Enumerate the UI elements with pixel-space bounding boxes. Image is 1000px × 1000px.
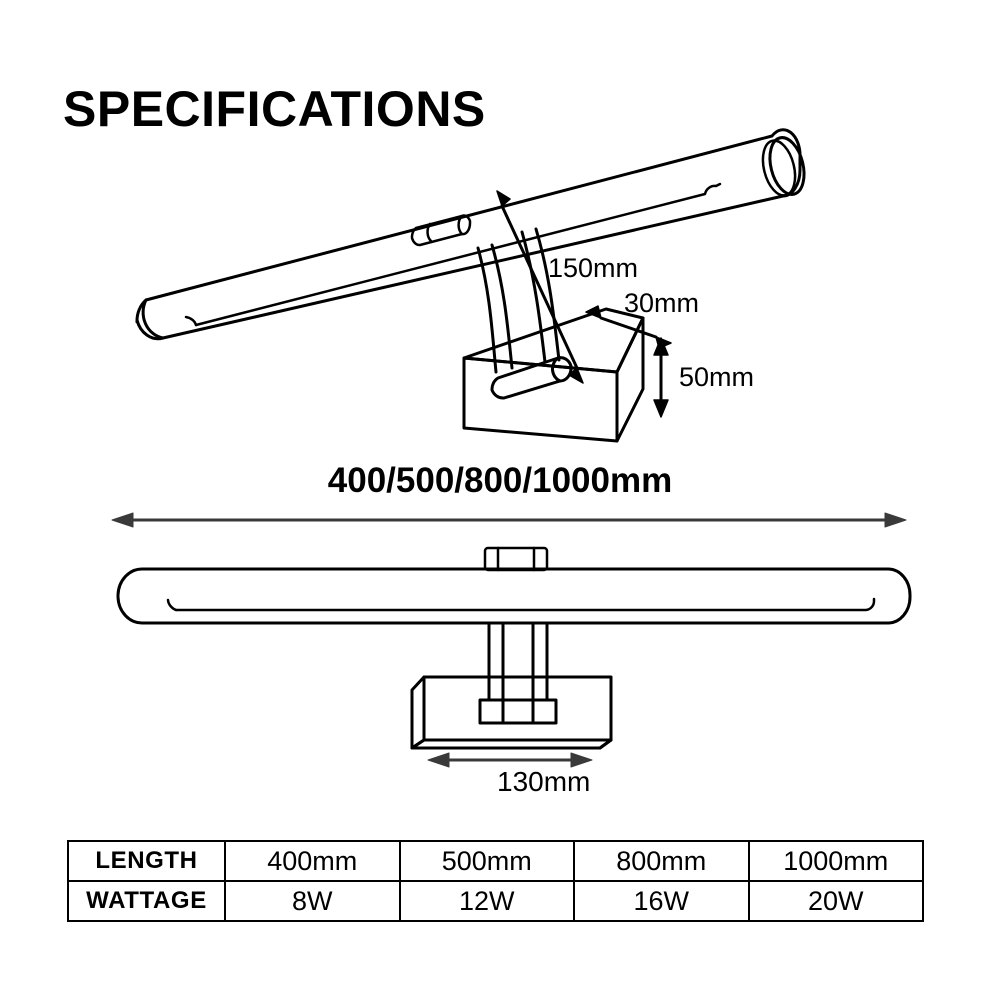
tilted-lamp-connector-rod	[490, 356, 573, 400]
front-lamp-support-arms	[487, 621, 549, 702]
cell-wattage-2: 12W	[398, 880, 575, 922]
cell-length-1: 400mm	[224, 840, 401, 882]
table-row: WATTAGE 8W 12W 16W 20W	[67, 880, 924, 922]
row-header-length: LENGTH	[67, 840, 226, 882]
specification-table: LENGTH 400mm 500mm 800mm 1000mm WATTAGE …	[67, 840, 924, 922]
dimension-arrow-50mm	[653, 337, 669, 418]
front-lamp-switch	[483, 546, 549, 572]
dimension-label-total-length: 400/500/800/1000mm	[327, 461, 673, 500]
row-header-wattage: WATTAGE	[67, 880, 226, 922]
cell-length-3: 800mm	[573, 840, 750, 882]
dimension-arrow-130mm	[427, 752, 593, 768]
tilted-lamp-support-arms	[476, 227, 561, 374]
dimension-arrow-150mm	[496, 190, 584, 384]
front-lamp-light-strip	[166, 597, 876, 612]
dimension-label-150mm: 150mm	[548, 253, 639, 283]
dimension-arrow-total-length	[111, 512, 907, 528]
cell-length-2: 500mm	[398, 840, 575, 882]
front-lamp-tube	[116, 567, 912, 625]
tilted-lamp-switch	[410, 214, 472, 247]
front-lamp-base-plate	[410, 675, 613, 750]
page-title: SPECIFICATIONS	[63, 81, 486, 137]
cell-length-4: 1000mm	[747, 840, 924, 882]
dimension-label-30mm: 30mm	[624, 288, 700, 318]
cell-wattage-4: 20W	[747, 880, 924, 922]
front-lamp-view	[116, 546, 912, 750]
tilted-lamp-tube	[135, 128, 806, 341]
cell-wattage-1: 8W	[224, 880, 401, 922]
tilted-lamp-light-strip	[184, 182, 722, 327]
table-row: LENGTH 400mm 500mm 800mm 1000mm	[67, 840, 924, 882]
dimension-label-50mm: 50mm	[679, 362, 755, 392]
cell-wattage-3: 16W	[573, 880, 750, 922]
tilted-lamp-view	[135, 128, 806, 443]
front-lamp-connector-block	[478, 698, 558, 725]
dimension-label-130mm: 130mm	[497, 766, 591, 797]
